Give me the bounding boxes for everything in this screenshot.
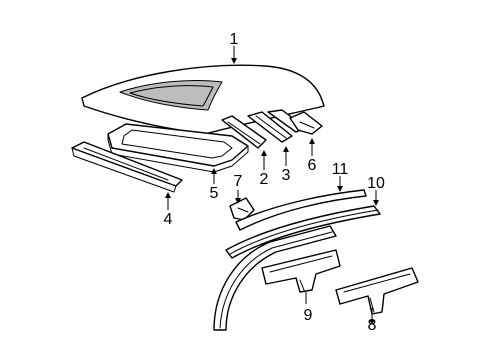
callout-9: 9 <box>304 307 313 324</box>
pillar-reinforcement-9 <box>261 249 341 293</box>
callout-10: 10 <box>367 175 385 192</box>
roof-panel <box>81 64 325 135</box>
roof-rail-10 <box>225 205 381 259</box>
callout-4: 4 <box>164 211 173 228</box>
callout-2: 2 <box>260 171 269 188</box>
callout-1: 1 <box>230 31 239 48</box>
callout-6: 6 <box>308 157 317 174</box>
roof-bow-2 <box>221 115 267 149</box>
callout-11: 11 <box>332 161 349 178</box>
roof-bow-3 <box>247 111 293 143</box>
rear-header-bracket <box>289 111 323 135</box>
callout-7: 7 <box>234 173 243 190</box>
side-rail-assembly <box>213 225 337 331</box>
pillar-reinforcement-8 <box>335 267 419 315</box>
callout-8: 8 <box>368 317 377 334</box>
small-bracket <box>229 197 255 221</box>
callout-3: 3 <box>282 167 291 184</box>
callout-labels: 1 2 3 4 5 6 7 8 9 10 11 <box>164 31 385 334</box>
callout-5: 5 <box>210 185 219 202</box>
roof-molding-11 <box>235 189 367 231</box>
front-header <box>71 141 183 193</box>
leader-lines <box>165 46 379 324</box>
